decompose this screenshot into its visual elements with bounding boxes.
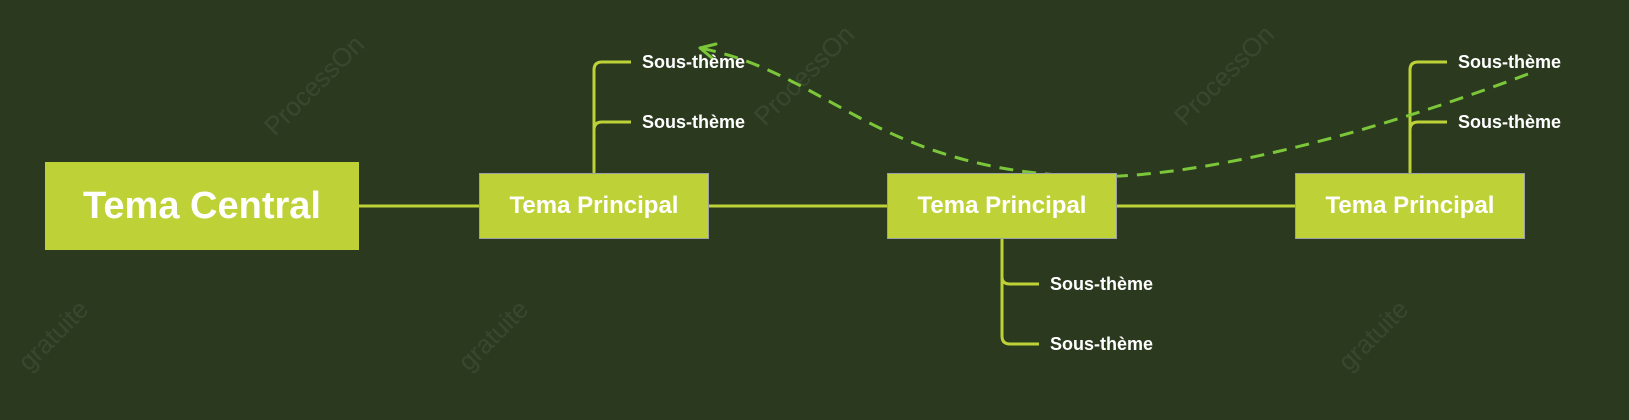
subtopic-node[interactable]: Sous-thème <box>642 52 746 72</box>
subtopic-node[interactable]: Sous-thème <box>642 112 746 132</box>
subtopic-node[interactable]: Sous-thème <box>1458 52 1562 72</box>
subtopic-node[interactable]: Sous-thème <box>1050 334 1154 354</box>
subtopic-node[interactable]: Sous-thème <box>1050 274 1154 294</box>
relation-dashed-curve[interactable] <box>699 46 1529 178</box>
connector-main-3-sub-b <box>1408 120 1447 131</box>
connector-main-2-sub-a <box>1000 239 1039 286</box>
connector-main-1-sub-b <box>592 120 631 131</box>
main-topic-node-3[interactable]: Tema Principal <box>1295 173 1525 239</box>
connector-main-2-sub-b <box>1000 277 1039 346</box>
connector-main-1-sub-a <box>592 60 631 173</box>
central-topic-node[interactable]: Tema Central <box>45 162 359 250</box>
main-topic-node-1[interactable]: Tema Principal <box>479 173 709 239</box>
main-topic-node-2[interactable]: Tema Principal <box>887 173 1117 239</box>
relation-arrowhead-icon <box>698 42 718 60</box>
subtopic-node[interactable]: Sous-thème <box>1458 112 1562 132</box>
connector-main-3-sub-a <box>1408 60 1447 173</box>
